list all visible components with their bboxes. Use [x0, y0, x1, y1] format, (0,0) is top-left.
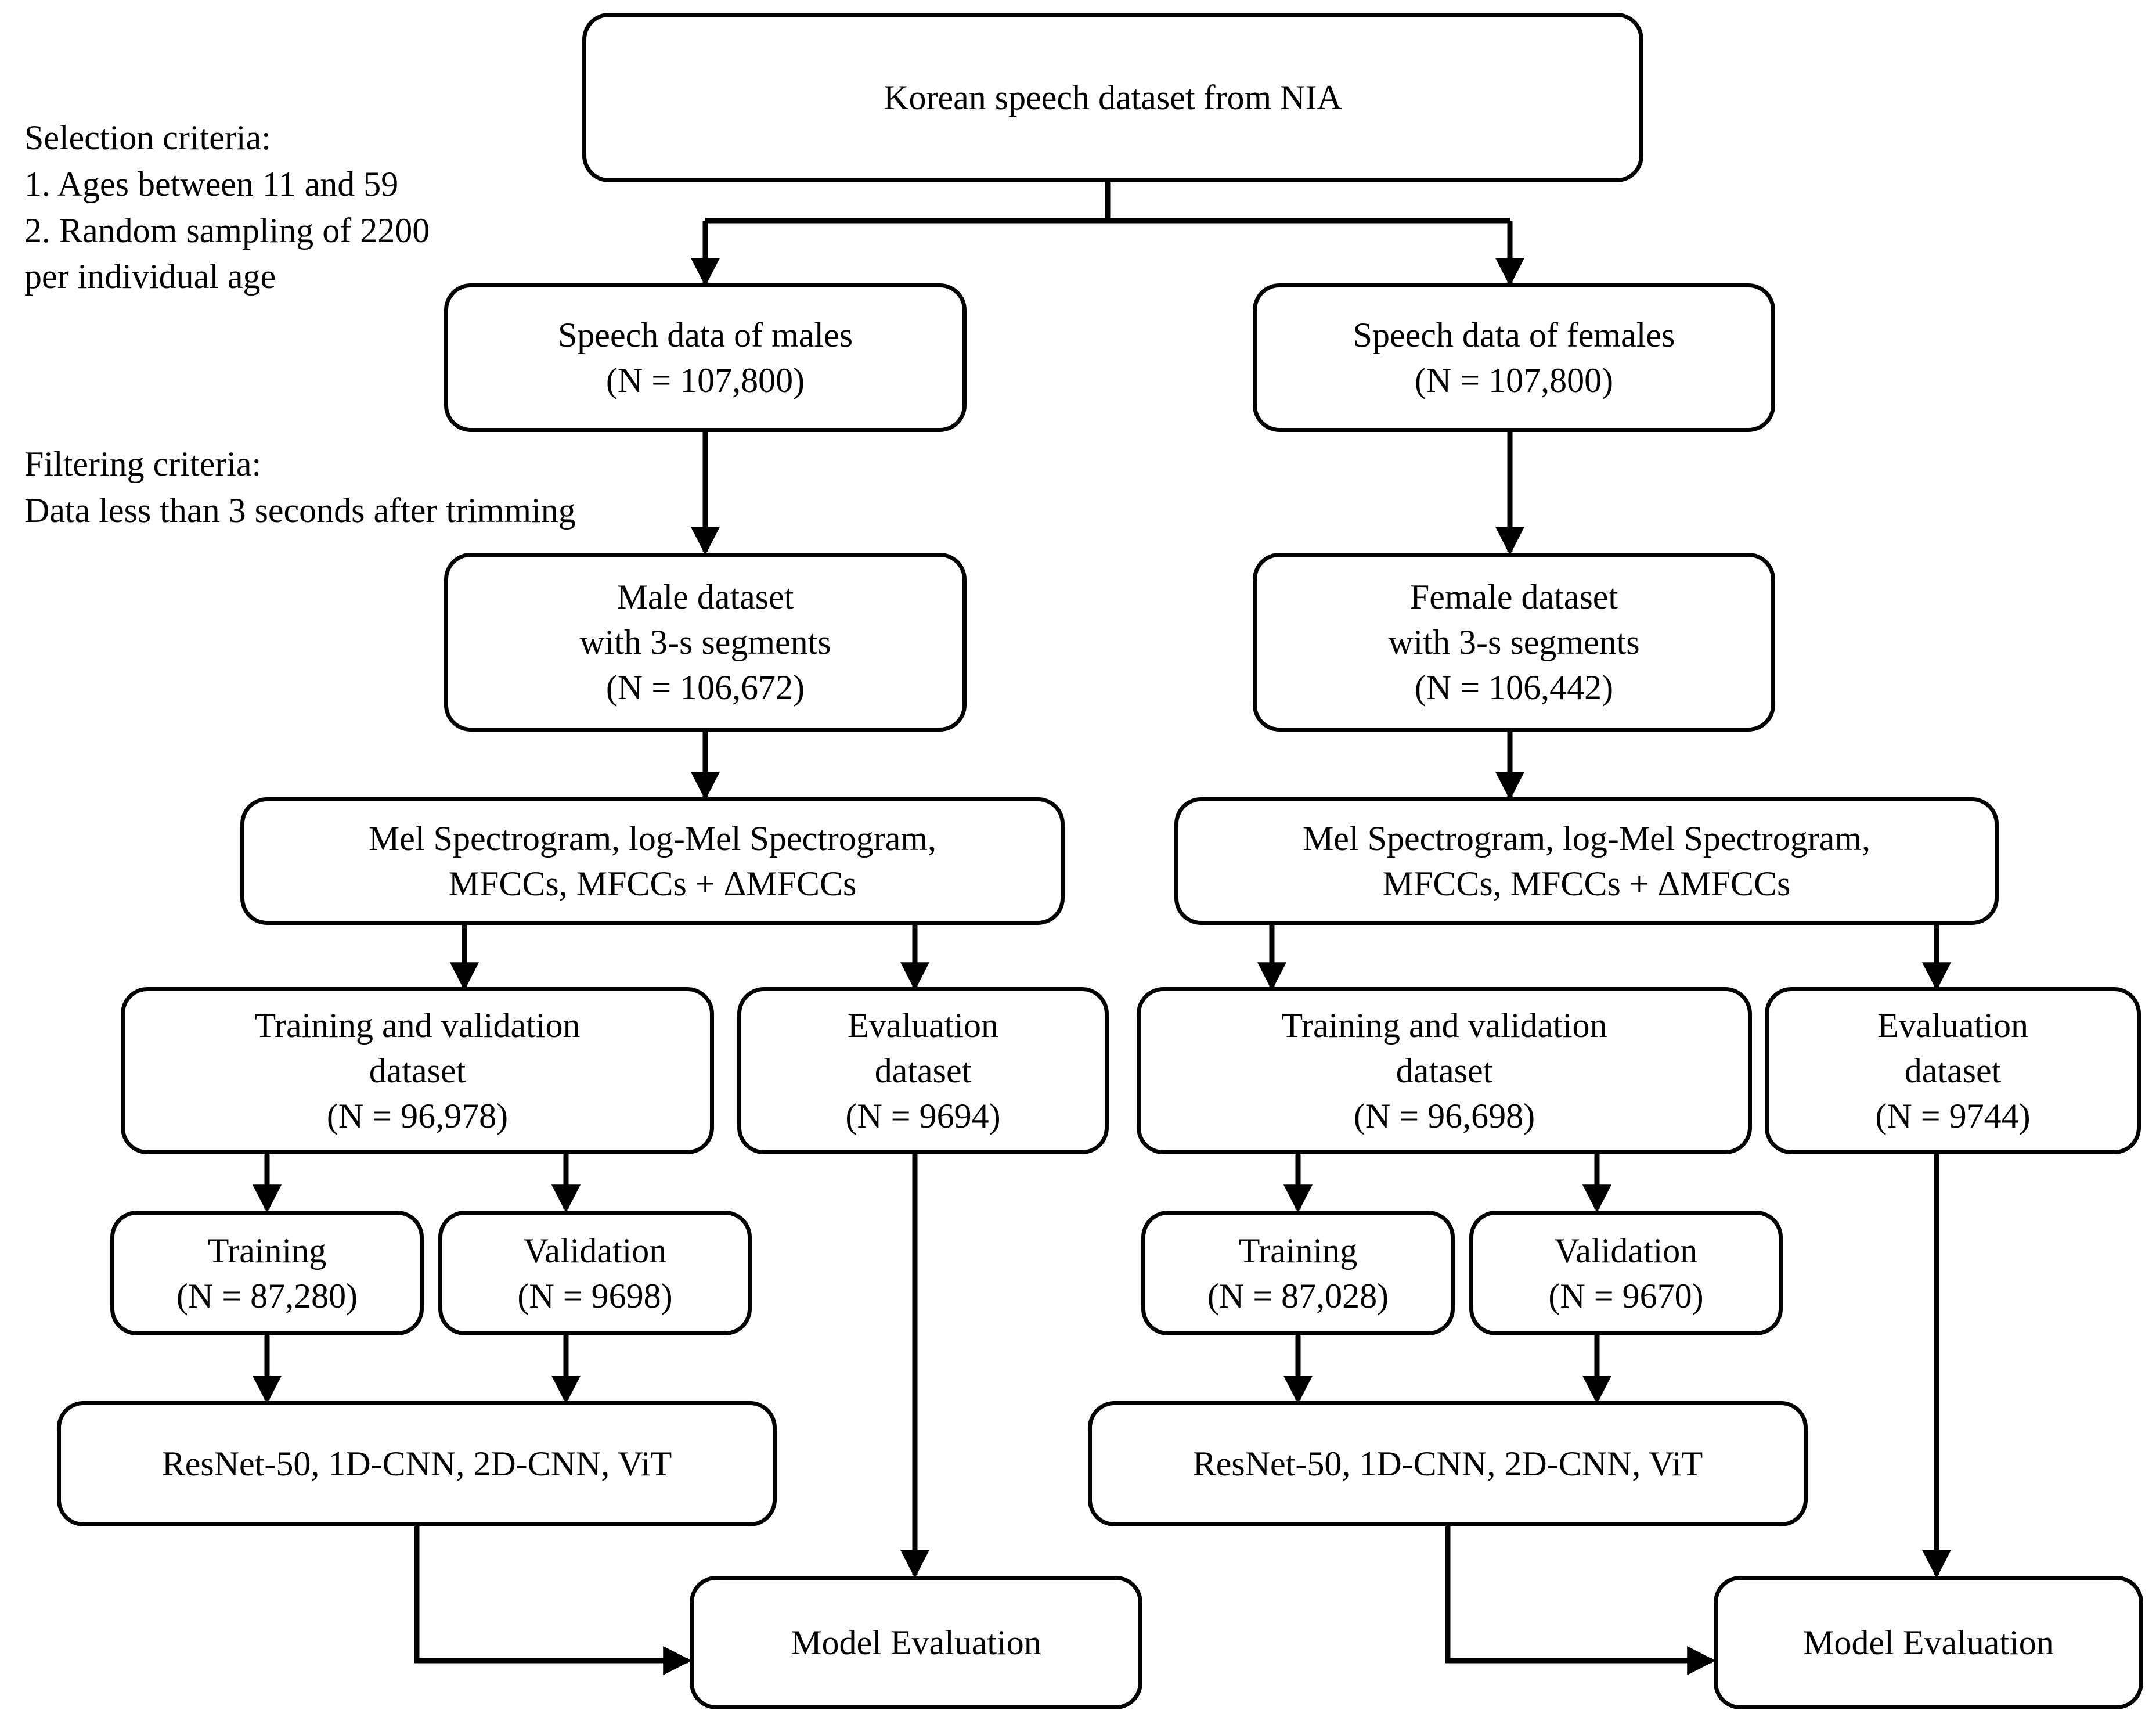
node-female-model-evaluation[interactable]: Model Evaluation	[1714, 1576, 2143, 1709]
note-filtering-criteria: Filtering criteria: Data less than 3 sec…	[24, 445, 576, 530]
node-male-speech-data[interactable]: Speech data of males (N = 107,800)	[444, 283, 967, 432]
node-source-dataset[interactable]: Korean speech dataset from NIA	[582, 13, 1643, 182]
edge-female-models-to-evaluation	[1445, 1526, 1716, 1676]
node-female-trainval-dataset[interactable]: Training and validation dataset (N = 96,…	[1137, 987, 1752, 1154]
node-female-evaluation-dataset[interactable]: Evaluation dataset (N = 9744)	[1765, 987, 2141, 1154]
node-male-models[interactable]: ResNet-50, 1D-CNN, 2D-CNN, ViT	[57, 1401, 777, 1526]
node-male-features[interactable]: Mel Spectrogram, log-Mel Spectrogram, MF…	[240, 797, 1065, 925]
node-male-evaluation-dataset[interactable]: Evaluation dataset (N = 9694)	[737, 987, 1109, 1154]
note-selection-criteria: Selection criteria: 1. Ages between 11 a…	[24, 118, 430, 296]
node-female-validation[interactable]: Validation (N = 9670)	[1469, 1211, 1783, 1335]
node-male-training[interactable]: Training (N = 87,280)	[110, 1211, 424, 1335]
node-female-features[interactable]: Mel Spectrogram, log-Mel Spectrogram, MF…	[1174, 797, 1999, 925]
node-male-model-evaluation[interactable]: Model Evaluation	[690, 1576, 1142, 1709]
node-female-models[interactable]: ResNet-50, 1D-CNN, 2D-CNN, ViT	[1088, 1401, 1808, 1526]
node-female-training[interactable]: Training (N = 87,028)	[1141, 1211, 1455, 1335]
node-male-trainval-dataset[interactable]: Training and validation dataset (N = 96,…	[121, 987, 714, 1154]
node-male-dataset-3s[interactable]: Male dataset with 3-s segments (N = 106,…	[444, 553, 967, 732]
edge-male-models-to-evaluation	[414, 1526, 692, 1676]
node-male-validation[interactable]: Validation (N = 9698)	[438, 1211, 752, 1335]
node-female-speech-data[interactable]: Speech data of females (N = 107,800)	[1253, 283, 1775, 432]
node-female-dataset-3s[interactable]: Female dataset with 3-s segments (N = 10…	[1253, 553, 1775, 732]
